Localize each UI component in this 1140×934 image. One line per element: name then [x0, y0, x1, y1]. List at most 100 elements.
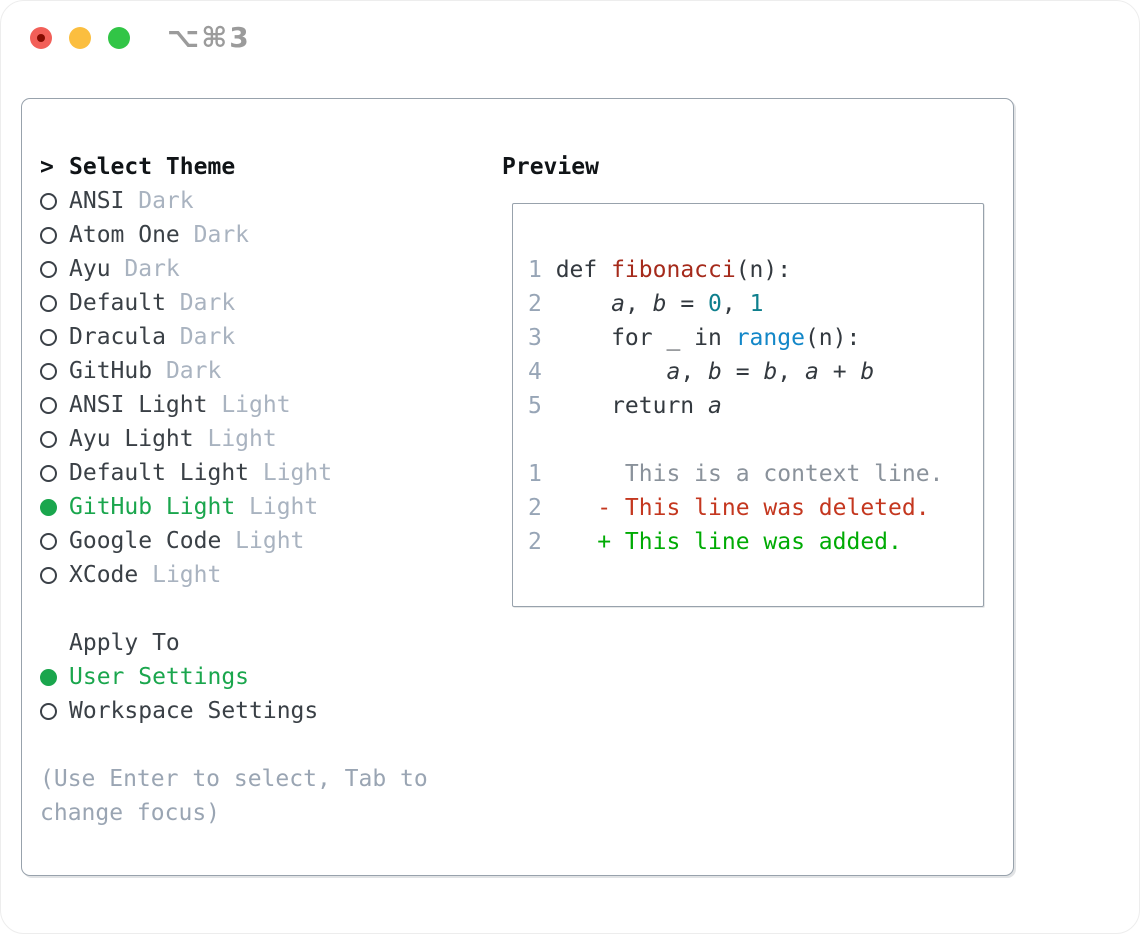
- window-titlebar: ⌥⌘3: [1, 1, 1139, 75]
- radio-marker: [40, 702, 69, 720]
- radio-icon: [40, 328, 57, 346]
- code-segment: [556, 291, 611, 317]
- code-segment: a: [611, 291, 625, 317]
- code-content: a, b = b, a + b: [556, 359, 875, 385]
- close-button[interactable]: [30, 27, 52, 49]
- radio-marker: [40, 396, 69, 414]
- theme-variant-label: Light: [249, 494, 319, 520]
- theme-variant-label: Dark: [124, 256, 180, 282]
- theme-name: Ayu: [69, 256, 111, 282]
- code-segment: def: [555, 257, 612, 283]
- code-segment: b: [652, 291, 667, 317]
- code-segment: a: [708, 393, 722, 419]
- code-segment: 1: [749, 291, 764, 317]
- preview-title: Preview: [502, 154, 599, 180]
- radio-icon: [40, 362, 57, 380]
- radio-marker: [40, 668, 69, 686]
- code-segment: fibonacci: [611, 257, 736, 283]
- diff-preview: 1 This is a context line.2 - This line w…: [528, 457, 983, 559]
- radio-icon: [40, 498, 57, 516]
- theme-variant-label: Dark: [179, 324, 236, 350]
- diff-line: 2 - This line was deleted.: [528, 491, 983, 525]
- radio-marker: [40, 260, 69, 278]
- radio-marker: [40, 294, 69, 312]
- maximize-button[interactable]: [108, 27, 130, 49]
- radio-marker: [40, 498, 69, 516]
- code-segment: for _ in: [555, 325, 736, 351]
- code-content: def fibonacci(n):: [556, 257, 791, 283]
- radio-icon: [40, 226, 57, 244]
- line-number: 2: [528, 291, 542, 317]
- radio-marker: [40, 464, 69, 482]
- theme-option[interactable]: Ayu Dark: [40, 252, 480, 286]
- code-segment: =: [721, 359, 764, 385]
- code-line: 3 for _ in range(n):: [528, 321, 983, 355]
- code-segment: return: [555, 393, 709, 419]
- radio-marker: [40, 328, 69, 346]
- diff-content: This is a context line.: [555, 461, 944, 487]
- code-segment: ,: [777, 359, 805, 385]
- diff-line: 1 This is a context line.: [528, 457, 983, 491]
- code-segment: b: [763, 359, 778, 385]
- radio-icon: [40, 260, 57, 278]
- prompt-caret-icon: >: [40, 154, 54, 180]
- line-number: 1: [528, 461, 542, 487]
- theme-variant-label: Light: [221, 392, 291, 418]
- preview-column: Preview: [502, 150, 599, 184]
- radio-icon: [40, 396, 57, 414]
- theme-name: ANSI: [69, 188, 125, 214]
- line-number: 2: [528, 529, 542, 555]
- code-segment: b: [708, 359, 722, 385]
- minimize-button[interactable]: [69, 27, 91, 49]
- code-segment: ,: [624, 291, 653, 317]
- apply-to-option[interactable]: Workspace Settings: [40, 694, 480, 728]
- theme-name: Dracula: [69, 324, 166, 350]
- code-segment: a: [666, 359, 681, 385]
- apply-to-option[interactable]: User Settings: [40, 660, 480, 694]
- spacer: [528, 423, 983, 457]
- radio-marker: [40, 192, 69, 210]
- theme-variant-label: Dark: [138, 188, 194, 214]
- theme-variant-label: Light: [152, 562, 222, 588]
- theme-variant-label: Light: [207, 426, 277, 452]
- radio-icon: [40, 430, 57, 448]
- radio-icon: [40, 532, 57, 550]
- theme-option[interactable]: GitHub Light Light: [40, 490, 480, 524]
- hint-text: (Use Enter to select, Tab to change focu…: [40, 766, 428, 826]
- theme-variant-label: Dark: [179, 290, 236, 316]
- diff-content: - This line was deleted.: [555, 495, 930, 521]
- code-segment: b: [860, 359, 875, 385]
- radio-marker: [40, 566, 69, 584]
- spacer: [40, 592, 480, 626]
- theme-name: GitHub Light: [69, 494, 236, 520]
- code-segment: range: [735, 325, 805, 351]
- radio-icon: [40, 668, 57, 686]
- code-segment: a: [805, 359, 819, 385]
- theme-name: Google Code: [69, 528, 222, 554]
- radio-marker: [40, 430, 69, 448]
- window-shortcut-label: ⌥⌘3: [167, 21, 251, 54]
- select-theme-title: Select Theme: [69, 154, 236, 180]
- line-number: 3: [528, 325, 542, 351]
- line-number: 4: [528, 359, 542, 385]
- theme-option[interactable]: Dracula Dark: [40, 320, 480, 354]
- theme-variant-label: Light: [262, 460, 333, 486]
- code-segment: [556, 359, 667, 385]
- theme-option[interactable]: ANSI Dark: [40, 184, 480, 218]
- code-content: return a: [556, 393, 722, 419]
- code-line: 2 a, b = 0, 1: [528, 287, 983, 321]
